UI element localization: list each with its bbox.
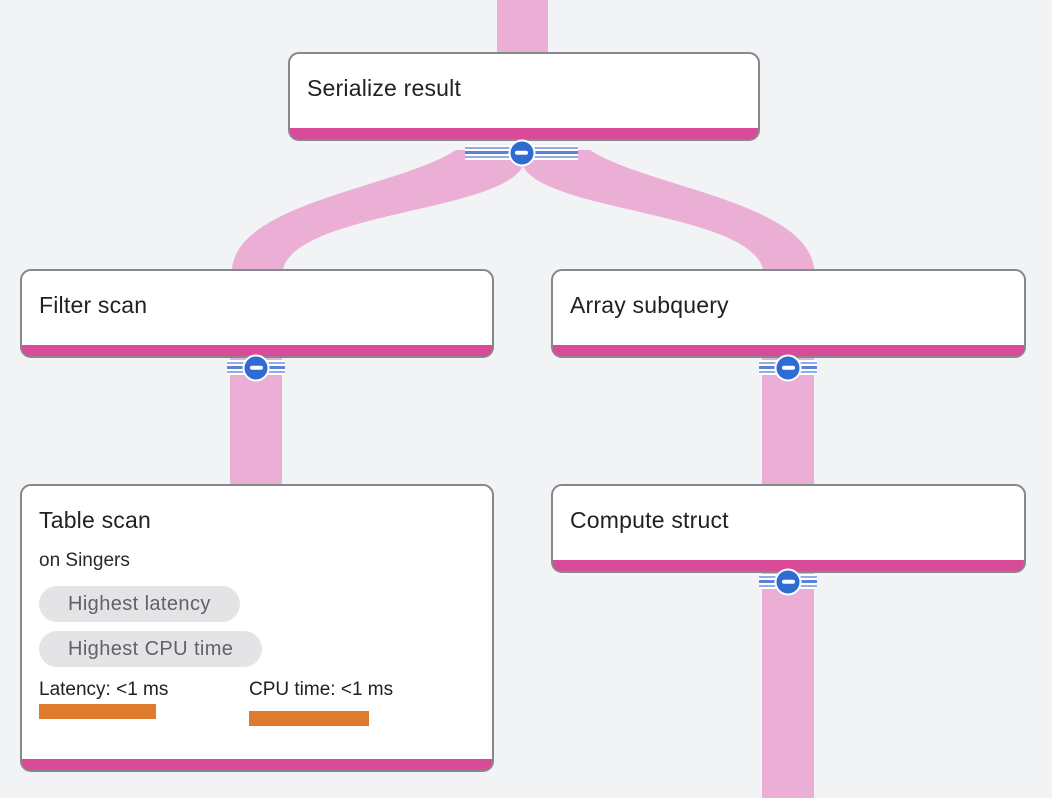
collapse-control-serialize bbox=[465, 139, 578, 166]
collapse-button-compute[interactable] bbox=[774, 568, 802, 595]
node-title: Array subquery bbox=[570, 292, 729, 318]
node-title: Filter scan bbox=[39, 292, 148, 318]
node-title: Compute struct bbox=[570, 507, 729, 533]
minus-icon bbox=[781, 365, 795, 370]
node-accent-bar bbox=[22, 345, 492, 356]
collapse-control-array bbox=[759, 354, 817, 381]
node-accent-bar bbox=[553, 345, 1024, 356]
minus-icon bbox=[781, 579, 795, 584]
node-title: Serialize result bbox=[307, 75, 462, 101]
metric-latency-bar bbox=[39, 704, 156, 719]
collapse-button-array[interactable] bbox=[774, 354, 802, 381]
collapse-button-serialize[interactable] bbox=[508, 139, 535, 166]
badge-highest-cpu-time: Highest CPU time bbox=[39, 631, 263, 667]
flow-serialize-to-filter bbox=[232, 150, 523, 269]
node-compute-struct[interactable]: Compute struct bbox=[551, 484, 1026, 573]
flow-compute-to-below bbox=[762, 571, 814, 798]
node-accent-bar bbox=[22, 759, 492, 770]
node-array-subquery[interactable]: Array subquery bbox=[551, 269, 1026, 358]
metric-latency-label: Latency: <1 ms bbox=[39, 679, 169, 700]
node-title: Table scan bbox=[39, 507, 151, 533]
collapse-control-filter bbox=[227, 354, 285, 381]
flow-serialize-to-array bbox=[523, 150, 814, 269]
badge-highest-latency: Highest latency bbox=[39, 586, 240, 622]
minus-icon bbox=[249, 365, 263, 370]
metric-cpu-time-label: CPU time: <1 ms bbox=[249, 679, 394, 700]
metric-cpu-time-bar bbox=[249, 711, 369, 726]
node-filter-scan[interactable]: Filter scan bbox=[20, 269, 494, 358]
flow-root-to-serialize bbox=[497, 0, 548, 56]
node-serialize-result[interactable]: Serialize result bbox=[288, 52, 760, 141]
collapse-control-compute bbox=[759, 568, 817, 595]
minus-icon bbox=[515, 150, 528, 155]
collapse-button-filter[interactable] bbox=[242, 354, 270, 381]
node-table-scan[interactable]: Table scan on Singers Highest latency Hi… bbox=[20, 484, 494, 772]
node-subtitle: on Singers bbox=[39, 550, 130, 571]
node-accent-bar bbox=[553, 560, 1024, 571]
node-accent-bar bbox=[290, 128, 758, 139]
